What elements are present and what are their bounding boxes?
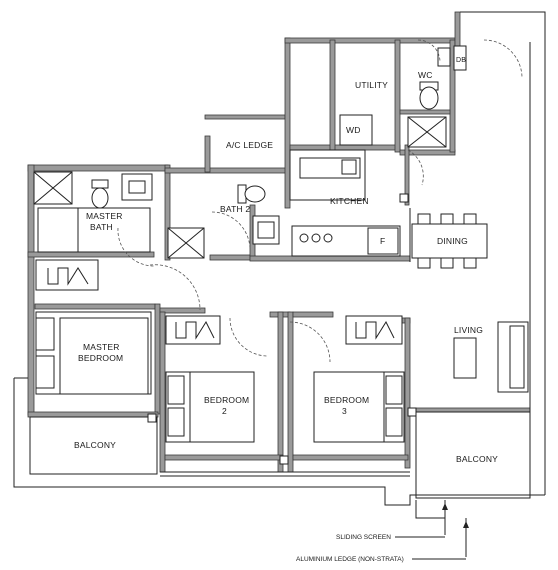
label-wd: WD (346, 125, 361, 135)
label-bath2: BATH 2 (220, 204, 250, 214)
label-fridge: F (380, 236, 385, 246)
wardrobe-icon-2 (165, 315, 221, 345)
dining-table-icon (411, 223, 488, 259)
label-master-bedroom-1: MASTER (83, 342, 120, 352)
fixtures (33, 45, 529, 465)
label-bedroom2-1: BEDROOM (204, 395, 249, 405)
wardrobe-icon-3 (345, 315, 403, 345)
label-bedroom3-1: BEDROOM (324, 395, 369, 405)
coffee-table-icon (453, 337, 477, 379)
callouts: SLIDING SCREEN ALUMINIUM LEDGE (NON-STRA… (296, 500, 469, 563)
label-balcony-left: BALCONY (74, 440, 116, 450)
label-master-bath-2: BATH (90, 222, 113, 232)
hob-icon (299, 233, 309, 243)
label-bedroom3-2: 3 (342, 406, 347, 416)
label-wc: WC (418, 70, 433, 80)
room-labels: UTILITY WC DB WD A/C LEDGE KITCHEN MASTE… (74, 57, 498, 464)
label-dining: DINING (437, 236, 468, 246)
label-master-bath-1: MASTER (86, 211, 123, 221)
label-master-bedroom-2: BEDROOM (78, 353, 123, 363)
label-living: LIVING (454, 325, 483, 335)
wardrobe-icon (35, 259, 99, 291)
label-utility: UTILITY (355, 80, 388, 90)
label-kitchen: KITCHEN (330, 196, 369, 206)
label-bedroom2-2: 2 (222, 406, 227, 416)
label-balcony-right: BALCONY (456, 454, 498, 464)
label-sliding-screen: SLIDING SCREEN (336, 534, 391, 541)
toilet-icon (91, 179, 109, 189)
outlines (13, 11, 546, 519)
label-ac-ledge: A/C LEDGE (226, 140, 273, 150)
doors (117, 39, 523, 363)
label-db: DB (456, 57, 466, 64)
sink-icon (341, 159, 357, 175)
label-aluminium-ledge: ALUMINIUM LEDGE (NON-STRATA) (296, 556, 404, 563)
